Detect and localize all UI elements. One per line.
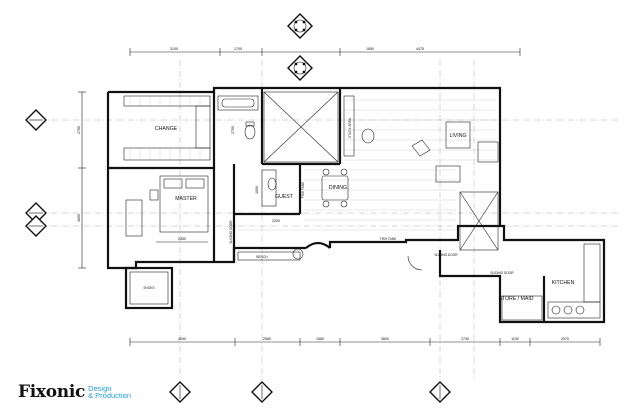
room-label-dining: DINING (329, 185, 347, 191)
dimension-bottom: 4090 2580 1560 3600 2730 1190 2570 (129, 337, 601, 346)
guest-bath: 1000 (255, 169, 277, 207)
section-marker-bottom-2 (251, 381, 273, 403)
wardrobe-hatching (123, 95, 211, 161)
dim-bottom-3: 1560 (316, 337, 324, 341)
shaft-right (459, 191, 499, 251)
label-study-area: STUDY AREA (348, 117, 352, 138)
room-label-shoes: SHOES (143, 286, 154, 290)
dim-bottom-2: 2580 (263, 337, 271, 341)
label-sliding-door-left: SLIDING DOOR (229, 220, 233, 244)
dim-left-2: 3600 (77, 214, 81, 222)
dim-top-3: 1650 (366, 47, 374, 51)
dim-left-1: 2750 (77, 126, 81, 134)
master-bed (149, 175, 209, 233)
section-marker-bottom-3 (429, 381, 451, 403)
study-chair (361, 128, 375, 144)
kitchen-counter (547, 243, 601, 319)
label-sliding-door-store: SLIDING DOOR (490, 271, 514, 275)
plant (292, 248, 304, 260)
label-sliding-door-right: SLIDING DOOR (434, 253, 458, 257)
floor-timber (238, 99, 496, 231)
room-label-store-maid: STORE / MAID (498, 296, 533, 302)
brand-tagline-line1: Design (88, 384, 112, 393)
section-marker-bottom-1 (169, 381, 191, 403)
dining-table (321, 168, 349, 208)
bathroom-top: 2750 (217, 95, 259, 140)
outer-walls (106, 86, 606, 324)
study-desk (343, 95, 355, 157)
dimension-top: 3100 1700 1650 4475 (129, 47, 521, 56)
dim-bottom-1: 4090 (178, 337, 186, 341)
brand-tagline: Design & Production (88, 384, 132, 400)
room-label-kitchen: KITCHEN (552, 280, 575, 286)
dim-top-2: 1700 (234, 47, 242, 51)
dim-bottom-4: 3600 (381, 337, 389, 341)
section-marker-top-2 (287, 55, 313, 81)
dim-bottom-5: 2730 (461, 337, 469, 341)
label-fish-tank-top: FISH TANK (301, 181, 305, 198)
shaft-top (263, 91, 339, 163)
master-desk (125, 199, 143, 237)
dim-top-4: 4475 (416, 47, 424, 51)
label-bench: BENCH (256, 255, 268, 259)
section-marker-left-1 (25, 109, 47, 131)
room-label-change: CHANGE (155, 126, 178, 132)
door-swing (407, 255, 423, 271)
living-furniture (411, 121, 499, 183)
store-shelf (501, 295, 543, 321)
dimension-left: 2750 3600 (77, 91, 86, 269)
room-label-guest: GUEST (275, 194, 294, 200)
dim-bottom-7: 2570 (561, 337, 569, 341)
section-marker-left-3 (25, 215, 47, 237)
brand-logo: Fixonic Design & Production (18, 382, 131, 402)
room-label-master: MASTER (175, 196, 197, 202)
dim-top-1: 3100 (170, 47, 178, 51)
shoes-cabinet (124, 266, 174, 310)
dim-inner-1000: 1000 (255, 186, 259, 194)
dim-bottom-6: 1190 (511, 337, 519, 341)
room-label-living: LIVING (449, 133, 466, 139)
dim-inner-2750: 2750 (231, 126, 235, 134)
section-marker-top-1 (287, 13, 313, 39)
grid-lines (40, 60, 620, 380)
bench (237, 251, 301, 261)
brand-name: Fixonic (18, 382, 86, 402)
dim-inner-2200: 2200 (272, 219, 280, 223)
dim-inner-2350: 2350 (178, 237, 186, 241)
brand-tagline-line2: & Production (88, 391, 132, 400)
label-fish-tank-bottom: FISH TANK (380, 237, 397, 241)
